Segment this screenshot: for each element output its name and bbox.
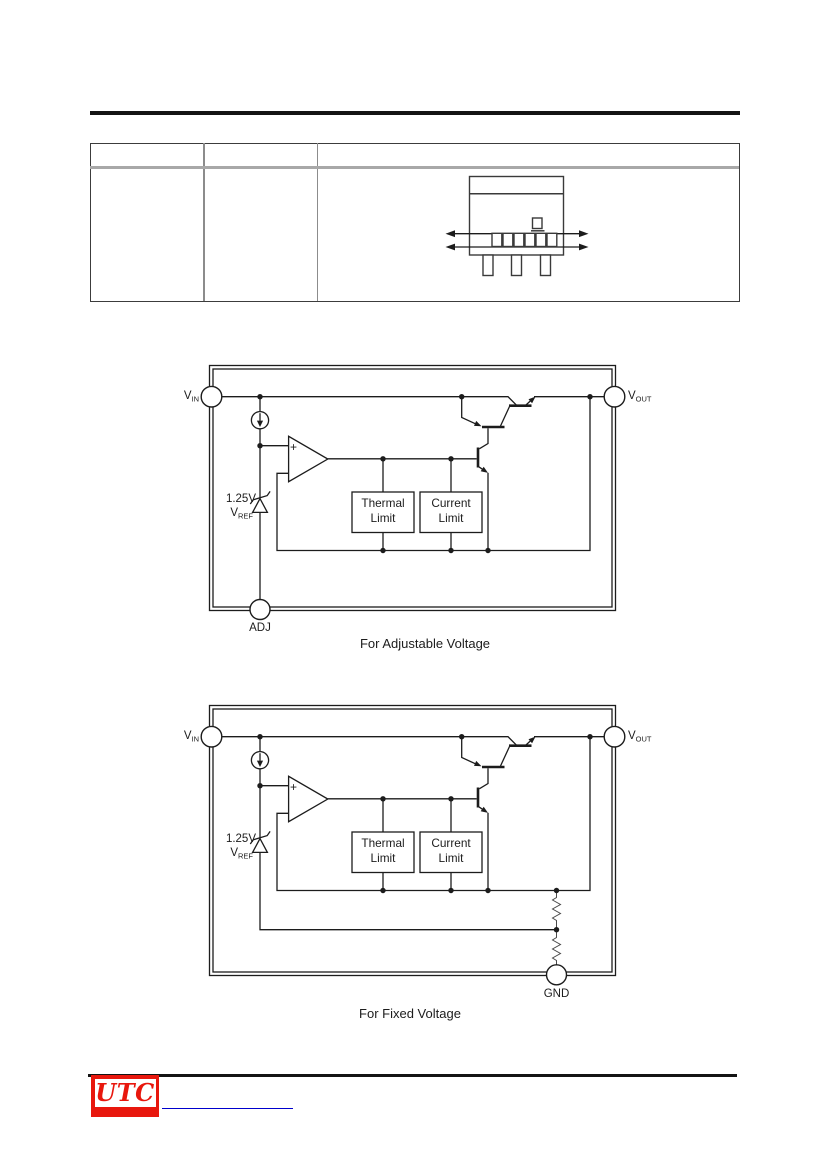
utc-logo-text: UTC — [95, 1077, 155, 1107]
current-limit-box-label: Current Limit — [431, 835, 471, 866]
marking-box-single — [531, 217, 543, 230]
adjustable-caption: For Adjustable Voltage — [359, 635, 491, 651]
diagram-border-outer — [208, 364, 617, 612]
opamp-plus-sign: + — [290, 439, 298, 454]
block-diagram-fixed — [199, 704, 627, 986]
utc-logo: UTC — [91, 1075, 159, 1117]
table-column-divider-2 — [316, 143, 318, 301]
adj-terminal-circle — [249, 598, 271, 621]
header-rule — [90, 111, 740, 115]
diagram-border-outer — [208, 704, 617, 977]
ref-voltage-label: 1.25V — [225, 493, 256, 505]
current-limit-box-label: Current Limit — [431, 495, 471, 526]
vout-label: VOUT — [628, 729, 652, 744]
package-lead-3 — [539, 254, 552, 277]
package-lead-2 — [510, 254, 523, 277]
footer-link-underline[interactable] — [162, 1107, 293, 1110]
gnd-pin-label: GND — [543, 987, 570, 1000]
ref-voltage-label: 1.25V — [225, 833, 256, 845]
vin-label: VIN — [183, 729, 199, 744]
resistor-r1 — [551, 890, 562, 930]
block-diagram-adjustable — [199, 364, 627, 621]
gnd-terminal-circle — [545, 964, 568, 986]
package-marking-drawing — [445, 175, 589, 277]
table-column-divider-1 — [203, 143, 205, 301]
vout-label: VOUT — [628, 389, 652, 404]
vref-label: VREF — [230, 507, 253, 521]
vref-label: VREF — [230, 847, 253, 861]
opamp-plus-sign: + — [290, 779, 298, 794]
thermal-limit-box-label: Thermal Limit — [361, 495, 405, 526]
thermal-limit-box-label: Thermal Limit — [361, 835, 405, 866]
fixed-caption: For Fixed Voltage — [359, 1005, 461, 1021]
footer-rule — [88, 1074, 737, 1077]
diagram-border-inner — [212, 368, 613, 608]
package-lead-1 — [482, 254, 494, 277]
adj-pin-label: ADJ — [249, 622, 271, 634]
package-table — [90, 143, 740, 302]
marking-box-row — [491, 232, 558, 248]
zener-to-divider-wire — [259, 852, 557, 931]
table-header-separator — [90, 166, 739, 170]
utc-logo-inner: UTC — [94, 1077, 156, 1107]
vin-label: VIN — [183, 389, 199, 404]
resistor-r2 — [551, 929, 562, 966]
diagram-border-inner — [212, 708, 613, 973]
